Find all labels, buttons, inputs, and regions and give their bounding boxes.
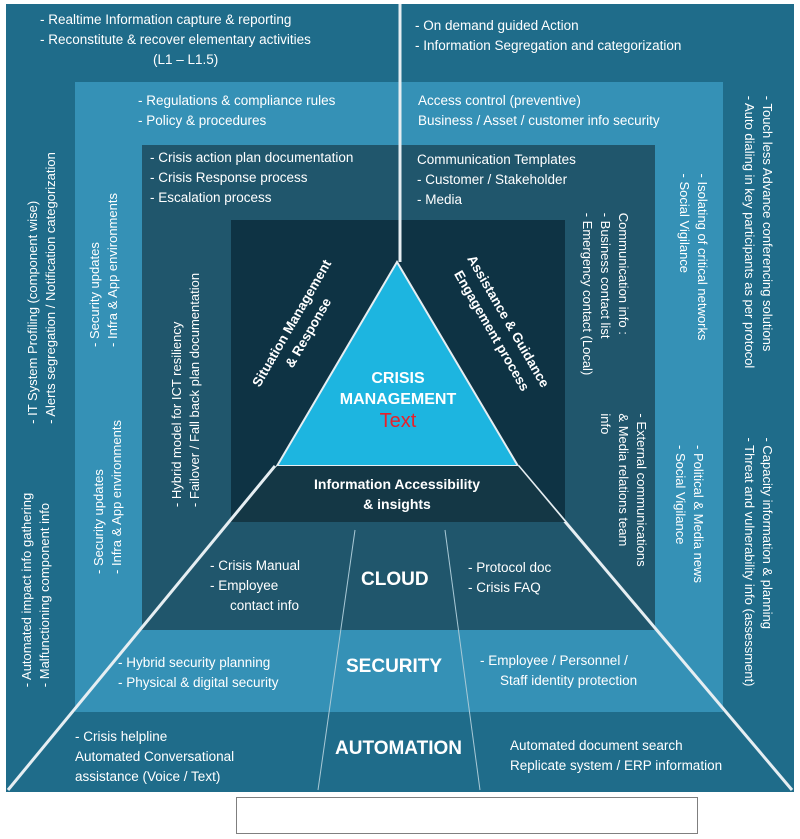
outer-top-left-line-2: - Reconstitute & recover elementary acti… bbox=[40, 32, 311, 47]
outer-bottom-left-text: - Crisis helpline Automated Conversation… bbox=[75, 727, 234, 787]
second-right-upper-line-1: - Isolating of critical networks bbox=[695, 173, 710, 341]
outer-right-lower-line-1: - Capacity information & planning bbox=[760, 437, 775, 629]
outer-left-lower-line-2: - Malfunctioning component info bbox=[37, 502, 52, 688]
second-bottom-right-line-1: - Employee / Personnel / bbox=[480, 653, 628, 668]
third-right-upper-text: Communication info : - Business contact … bbox=[578, 213, 632, 376]
third-left-text: - Hybrid model for ICT resiliency - Fail… bbox=[168, 273, 204, 507]
outer-left-lower-text: - Automated impact info gathering - Malf… bbox=[18, 493, 54, 687]
third-left-line-2: - Failover / Fall back plan documentatio… bbox=[187, 272, 202, 508]
third-bottom-left-line-2: - Employee bbox=[210, 578, 279, 593]
third-right-lower-line-2: & Media relations team bbox=[616, 413, 631, 547]
outer-bottom-left-line-1: - Crisis helpline bbox=[75, 729, 168, 744]
caption-box bbox=[236, 797, 698, 834]
third-top-right-line-1: Communication Templates bbox=[417, 152, 576, 167]
outer-bottom-right-text: Automated document search Replicate syst… bbox=[510, 736, 722, 776]
crisis-title-line-2: MANAGEMENT bbox=[339, 391, 457, 408]
outer-bottom-right-line-2: Replicate system / ERP information bbox=[510, 758, 723, 773]
second-right-lower-line-2: - Social Vigilance bbox=[673, 445, 688, 545]
outer-right-upper-text: - Touch less Advance conferencing soluti… bbox=[740, 96, 776, 368]
second-left-upper-line-2: - Infra & App environments bbox=[105, 193, 120, 347]
outer-left-upper-line-1: - IT System Profiling (component wise) bbox=[25, 200, 40, 424]
third-top-right-line-2: - Customer / Stakeholder bbox=[417, 172, 568, 187]
third-right-upper-line-3: - Emergency contact (Local) bbox=[580, 212, 595, 376]
second-top-left-line-1: - Regulations & compliance rules bbox=[138, 93, 336, 108]
information-accessibility-line-2: & insights bbox=[363, 496, 431, 512]
second-top-left-line-2: - Policy & procedures bbox=[138, 113, 267, 128]
third-right-lower-line-1: - External communications bbox=[634, 413, 649, 567]
second-bottom-left-line-2: - Physical & digital security bbox=[118, 675, 279, 690]
third-bottom-right-line-1: - Protocol doc bbox=[468, 560, 552, 575]
cloud-divider-left bbox=[317, 529, 356, 791]
divider-bottom-left bbox=[6, 465, 277, 791]
outer-top-left-line-3: (L1 – L1.5) bbox=[153, 52, 219, 67]
second-top-left-text: - Regulations & compliance rules - Polic… bbox=[138, 91, 335, 131]
outer-left-lower-line-1: - Automated impact info gathering bbox=[19, 492, 34, 688]
second-right-lower-line-1: - Political & Media news bbox=[691, 445, 706, 583]
security-label: SECURITY bbox=[346, 656, 443, 677]
second-top-right-line-2: Business / Asset / customer info securit… bbox=[418, 113, 660, 128]
third-left-line-1: - Hybrid model for ICT resiliency bbox=[169, 321, 184, 508]
information-accessibility-text: Information Accessibility & insights bbox=[314, 474, 480, 514]
cloud-divider-right bbox=[444, 529, 481, 791]
second-top-right-text: Access control (preventive) Business / A… bbox=[418, 91, 660, 131]
third-top-left-line-3: - Escalation process bbox=[150, 190, 272, 205]
third-bottom-left-line-3: contact info bbox=[230, 598, 300, 613]
outer-left-upper-text: - IT System Profiling (component wise) -… bbox=[24, 152, 60, 424]
crisis-title-text: Text bbox=[379, 410, 417, 432]
second-bottom-left-text: - Hybrid security planning - Physical & … bbox=[118, 653, 279, 693]
outer-right-upper-line-2: - Auto dialing in key participants as pe… bbox=[742, 95, 757, 369]
automation-label: AUTOMATION bbox=[335, 738, 463, 759]
third-right-lower-line-3: info bbox=[598, 413, 613, 435]
second-left-upper-line-1: - Security updates bbox=[87, 242, 102, 347]
outer-top-right-text: - On demand guided Action - Information … bbox=[415, 16, 681, 56]
second-right-lower-text: - Political & Media news - Social Vigila… bbox=[671, 445, 707, 583]
information-accessibility-line-1: Information Accessibility bbox=[314, 476, 480, 492]
third-right-lower-text: - External communications & Media relati… bbox=[596, 413, 650, 566]
outer-right-upper-line-1: - Touch less Advance conferencing soluti… bbox=[760, 95, 775, 352]
second-left-lower-text: - Security updates - Infra & App environ… bbox=[90, 420, 126, 574]
outer-bottom-left-line-2: Automated Conversational bbox=[75, 749, 235, 764]
outer-bottom-right-line-1: Automated document search bbox=[510, 738, 683, 753]
second-left-upper-text: - Security updates - Infra & App environ… bbox=[86, 193, 122, 347]
crisis-title-line-1: CRISIS bbox=[371, 370, 425, 387]
outer-top-right-line-1: - On demand guided Action bbox=[415, 18, 579, 33]
outer-bottom-left-line-3: assistance (Voice / Text) bbox=[75, 769, 221, 784]
triangle-base-band bbox=[231, 466, 565, 522]
outer-top-right-line-2: - Information Segregation and categoriza… bbox=[415, 38, 682, 53]
outer-right-lower-line-2: - Threat and vulnerability info (assessm… bbox=[742, 437, 757, 687]
second-bottom-left-line-1: - Hybrid security planning bbox=[118, 655, 271, 670]
second-right-upper-line-2: - Social Vigilance bbox=[677, 173, 692, 274]
third-bottom-right-line-2: - Crisis FAQ bbox=[468, 580, 541, 595]
outer-left-upper-line-2: - Alerts segregation / Notification cate… bbox=[43, 152, 58, 424]
third-top-left-line-2: - Crisis Response process bbox=[150, 170, 308, 185]
second-left-lower-line-2: - Infra & App environments bbox=[109, 420, 124, 574]
second-bottom-right-text: - Employee / Personnel / Staff identity … bbox=[480, 651, 637, 691]
second-left-lower-line-1: - Security updates bbox=[91, 469, 106, 574]
third-top-left-text: - Crisis action plan documentation - Cri… bbox=[150, 148, 353, 208]
second-right-upper-text: - Isolating of critical networks - Socia… bbox=[675, 174, 711, 341]
crisis-management-title: CRISIS MANAGEMENT Text bbox=[340, 368, 456, 432]
cloud-label: CLOUD bbox=[361, 569, 429, 590]
third-top-right-text: Communication Templates - Customer / Sta… bbox=[417, 150, 576, 210]
second-bottom-right-line-2: Staff identity protection bbox=[500, 673, 638, 688]
third-bottom-left-text: - Crisis Manual - Employee contact info bbox=[210, 556, 300, 616]
divider-bottom-right bbox=[516, 465, 794, 791]
outer-top-left-line-1: - Realtime Information capture & reporti… bbox=[40, 12, 292, 27]
third-top-left-line-1: - Crisis action plan documentation bbox=[150, 150, 354, 165]
third-right-upper-line-1: Communication info : bbox=[616, 212, 631, 335]
third-top-right-line-3: - Media bbox=[417, 192, 463, 207]
third-bottom-right-text: - Protocol doc - Crisis FAQ bbox=[468, 558, 551, 598]
third-right-upper-line-2: - Business contact list bbox=[598, 212, 613, 339]
third-bottom-left-line-1: - Crisis Manual bbox=[210, 558, 301, 573]
outer-right-lower-text: - Capacity information & planning - Thre… bbox=[740, 437, 776, 686]
outer-top-left-text: - Realtime Information capture & reporti… bbox=[40, 10, 311, 70]
second-top-right-line-1: Access control (preventive) bbox=[418, 93, 581, 108]
